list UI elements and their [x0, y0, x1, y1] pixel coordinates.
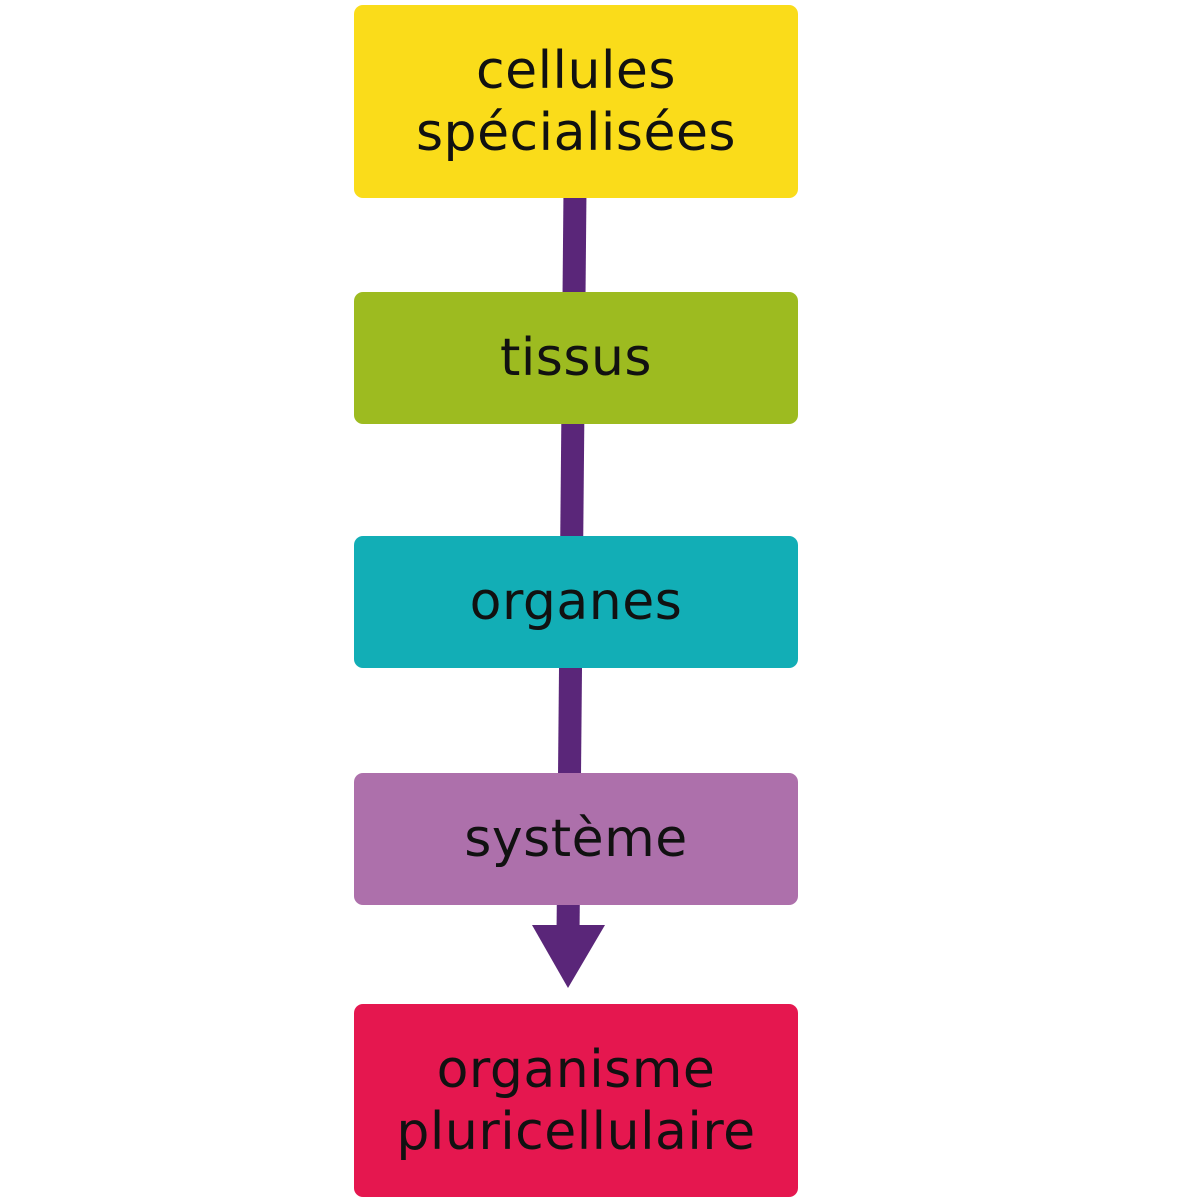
- step-label: système: [464, 809, 688, 869]
- step-multicellular-organism: organisme pluricellulaire: [354, 1004, 798, 1197]
- step-label: organisme pluricellulaire: [396, 1039, 756, 1162]
- step-system: système: [354, 773, 798, 905]
- step-label: tissus: [499, 328, 653, 388]
- step-organs: organes: [354, 536, 798, 668]
- step-specialized-cells: cellules spécialisées: [354, 5, 798, 198]
- arrowhead-icon: [532, 925, 605, 988]
- step-tissues: tissus: [354, 292, 798, 424]
- step-label: cellules spécialisées: [415, 40, 737, 163]
- step-label: organes: [469, 572, 683, 632]
